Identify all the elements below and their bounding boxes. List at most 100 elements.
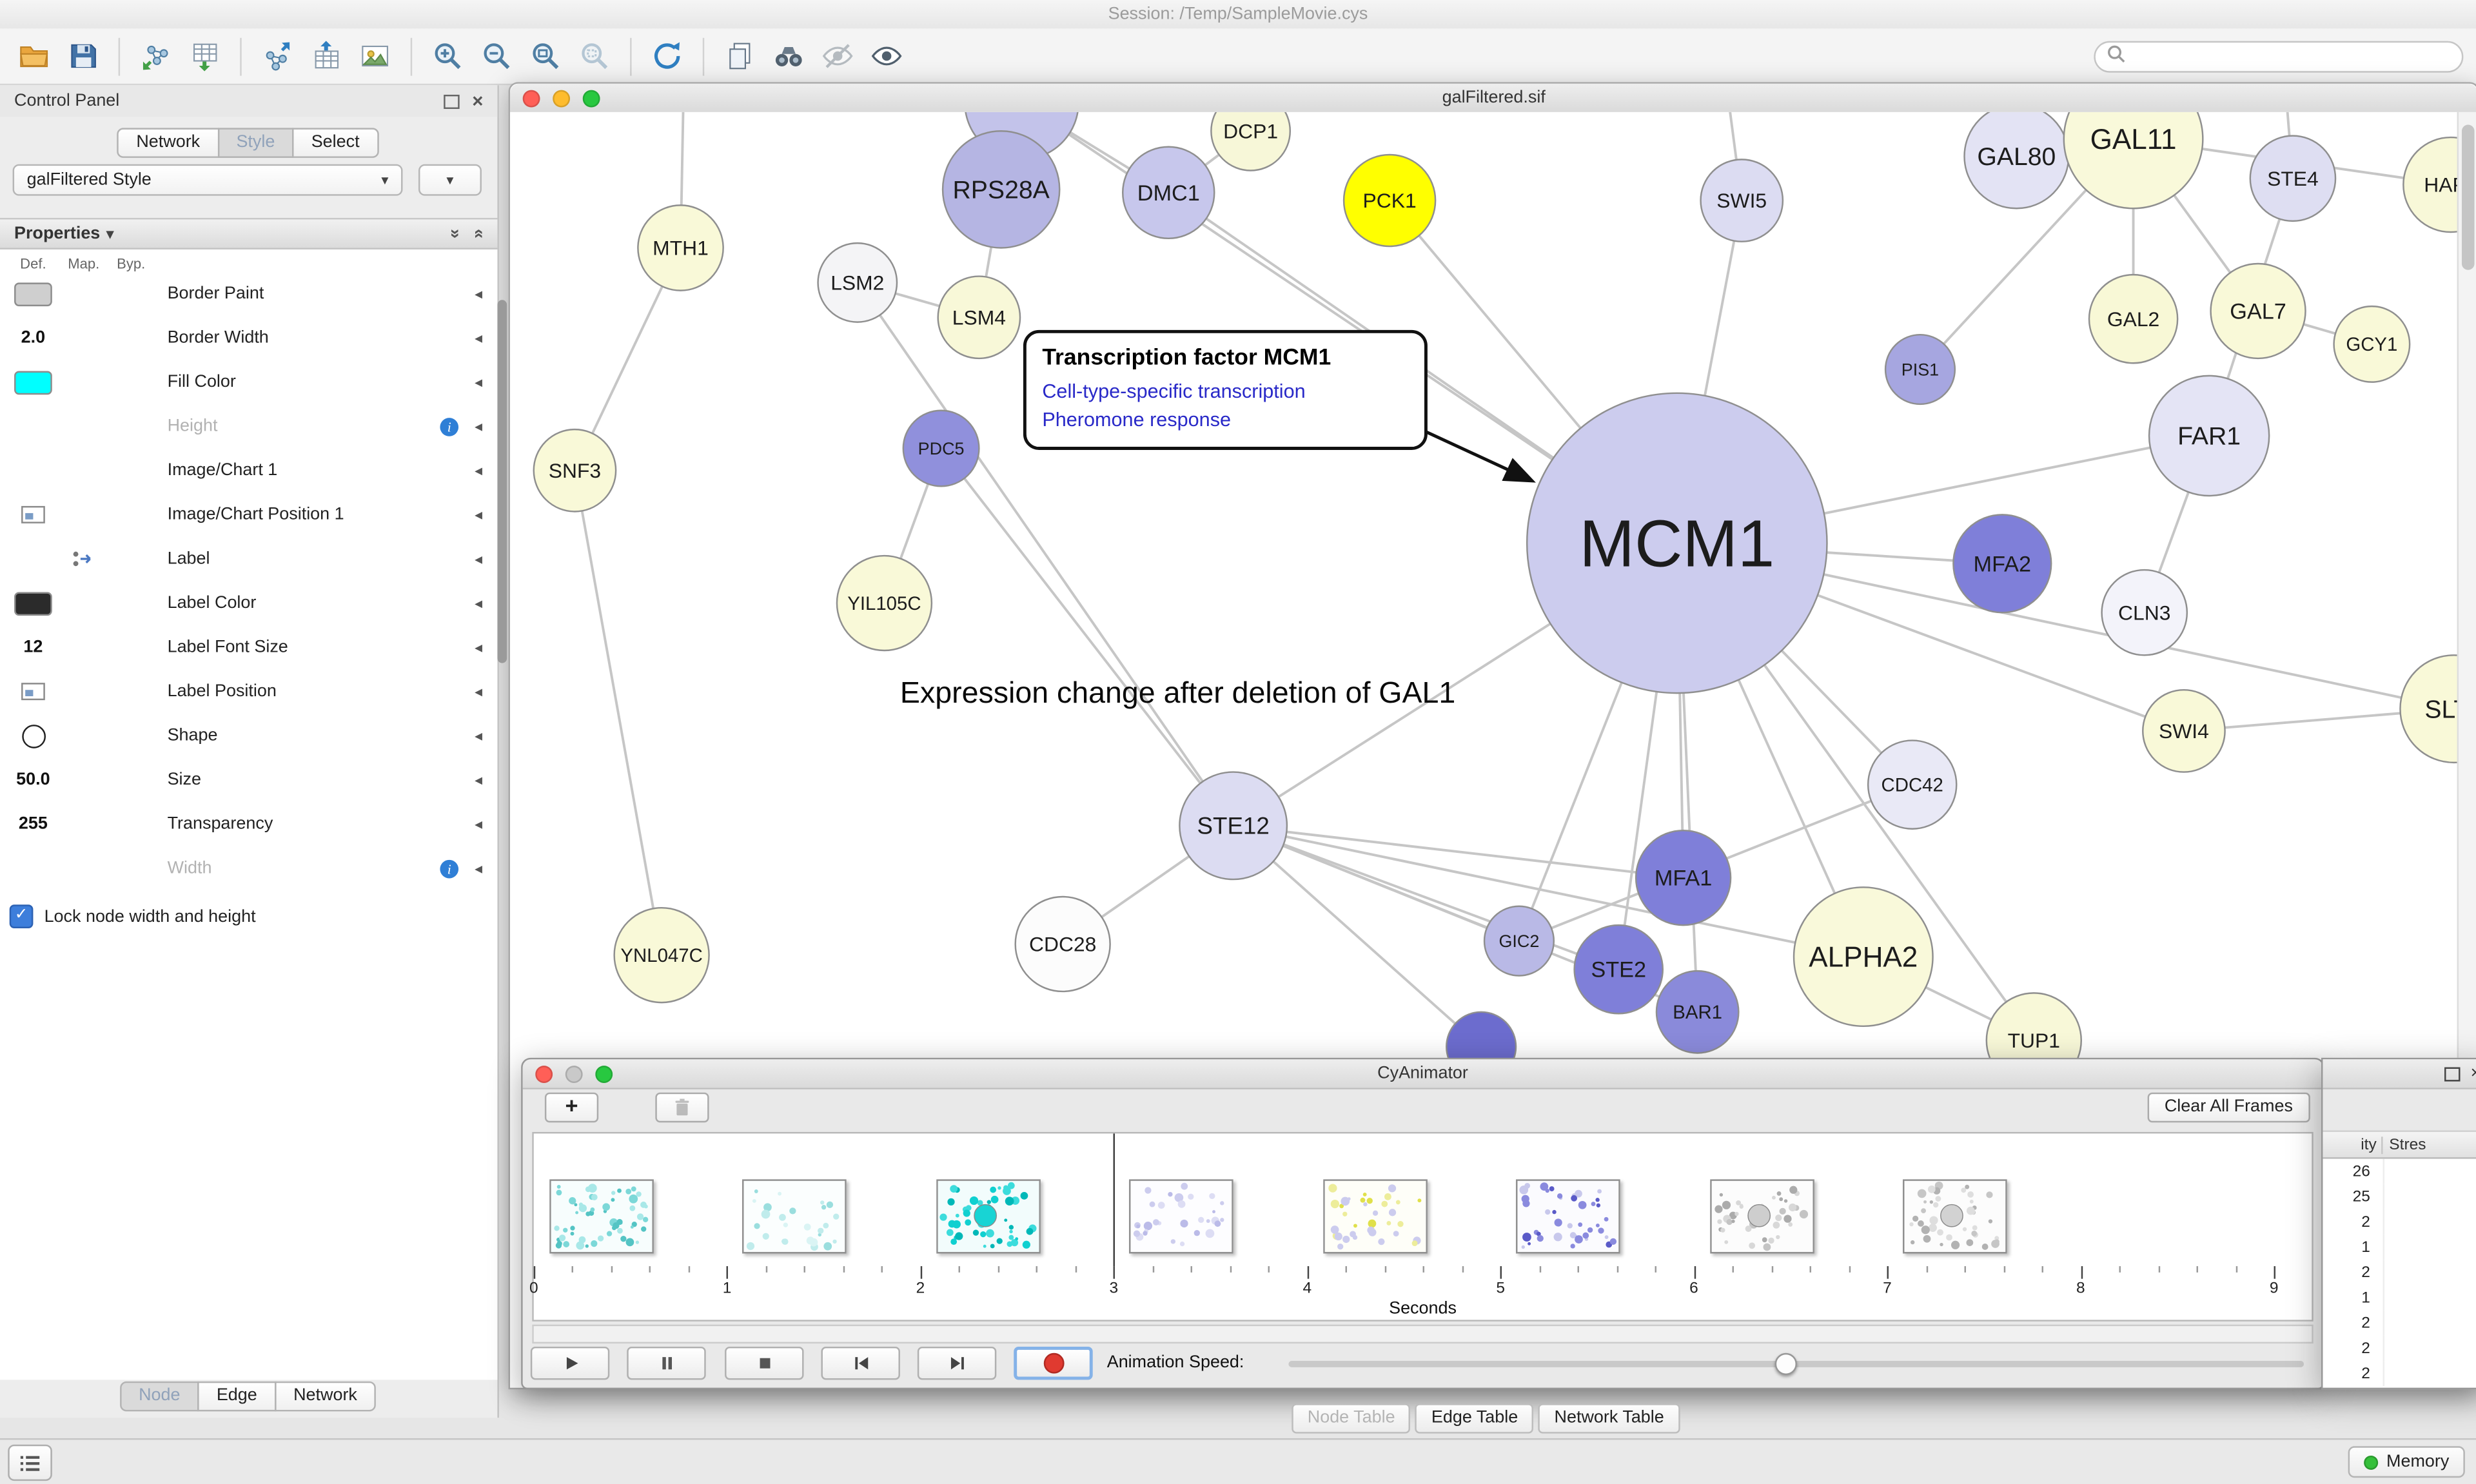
tab-network[interactable]: Network [117, 128, 219, 158]
default-cell[interactable]: 255 [6, 815, 60, 834]
table-row[interactable]: 25 [2323, 1184, 2476, 1209]
open-session-icon[interactable] [13, 35, 55, 77]
playhead[interactable] [1114, 1133, 1115, 1267]
ellipse-shape-icon[interactable] [21, 723, 45, 748]
node-rps28a[interactable]: RPS28A [941, 130, 1061, 249]
frame-thumbnail-1[interactable] [549, 1179, 654, 1254]
export-image-icon[interactable] [354, 35, 397, 77]
expand-row-icon[interactable]: ◄ [472, 286, 485, 301]
tab-style[interactable]: Style [217, 128, 294, 158]
table-row[interactable]: 26 [2323, 1158, 2476, 1184]
close-panel-icon[interactable]: × [472, 90, 484, 112]
minimize-window-button[interactable] [565, 1066, 583, 1084]
color-swatch[interactable] [14, 591, 52, 615]
show-all-icon[interactable] [865, 35, 908, 77]
table-column-ity[interactable]: ity [2323, 1136, 2383, 1153]
delete-frame-button[interactable] [655, 1092, 709, 1123]
table-row[interactable]: 2 [2323, 1209, 2476, 1235]
color-swatch[interactable] [14, 370, 52, 395]
animation-speed-thumb[interactable] [1774, 1352, 1798, 1374]
node-far1[interactable]: FAR1 [2148, 375, 2270, 497]
export-network-icon[interactable] [256, 35, 299, 77]
node-cdc28[interactable]: CDC28 [1014, 895, 1111, 993]
tab-edge-table[interactable]: Edge Table [1415, 1403, 1534, 1434]
float-window-icon[interactable] [2443, 1066, 2460, 1081]
table-row[interactable]: 1 [2323, 1235, 2476, 1260]
tab-select[interactable]: Select [292, 128, 378, 158]
default-cell[interactable]: 2.0 [6, 328, 60, 347]
frame-thumbnail-8[interactable] [1903, 1179, 2007, 1254]
copy-icon[interactable] [718, 35, 761, 77]
property-row-image-chart-position-1[interactable]: Image/Chart Position 1◄ [0, 493, 497, 537]
node-ste2[interactable]: STE2 [1573, 924, 1664, 1015]
default-cell[interactable] [6, 370, 60, 395]
memory-button[interactable]: Memory [2348, 1446, 2465, 1478]
network-edge[interactable] [856, 282, 1235, 826]
property-row-label-position[interactable]: Label Position◄ [0, 669, 497, 714]
search-input[interactable] [2132, 44, 2451, 68]
expand-row-icon[interactable]: ◄ [472, 684, 485, 699]
table-row[interactable]: 2 [2323, 1260, 2476, 1285]
default-cell[interactable] [6, 505, 60, 524]
network-edge[interactable] [940, 447, 1235, 827]
node-gcy1[interactable]: GCY1 [2333, 305, 2411, 383]
node-lsm4[interactable]: LSM4 [937, 275, 1021, 360]
export-table-icon[interactable] [305, 35, 348, 77]
node-mth1[interactable]: MTH1 [637, 204, 724, 291]
zoom-window-button[interactable] [582, 90, 600, 108]
frame-thumbnail-7[interactable] [1709, 1179, 1814, 1254]
skip-to-end-button[interactable] [917, 1346, 997, 1380]
find-icon[interactable] [767, 35, 810, 77]
expand-all-icon[interactable]: » [469, 228, 488, 239]
default-value[interactable]: 12 [23, 638, 43, 657]
node-cdc42[interactable]: CDC42 [1867, 739, 1958, 830]
property-row-label[interactable]: Label◄ [0, 537, 497, 581]
annotation-box[interactable]: Transcription factor MCM1 Cell-type-spec… [1023, 329, 1428, 451]
node-lsm2[interactable]: LSM2 [817, 242, 898, 323]
stop-button[interactable] [725, 1346, 804, 1380]
position-icon[interactable] [21, 682, 46, 701]
play-button[interactable] [530, 1346, 610, 1380]
default-cell[interactable]: 50.0 [6, 770, 60, 789]
minimize-window-button[interactable] [553, 90, 571, 108]
network-edge[interactable] [1232, 824, 1619, 971]
node-pdc5[interactable]: PDC5 [902, 409, 980, 487]
zoom-in-icon[interactable] [426, 35, 469, 77]
style-tab-node[interactable]: Node [119, 1381, 199, 1412]
network-edge[interactable] [1233, 824, 1864, 959]
import-network-icon[interactable] [134, 35, 177, 77]
property-row-label-color[interactable]: Label Color◄ [0, 581, 497, 625]
network-edge[interactable] [1232, 825, 1482, 1048]
float-window-icon[interactable] [444, 93, 460, 108]
hide-selected-icon[interactable] [816, 35, 859, 77]
table-row[interactable]: 2 [2323, 1335, 2476, 1362]
control-panel-scrollbar-thumb[interactable] [497, 300, 507, 663]
node-bar1[interactable]: BAR1 [1655, 970, 1740, 1054]
checkbox-checked-icon[interactable]: ✓ [9, 904, 34, 929]
node-swi5[interactable]: SWI5 [1700, 159, 1784, 242]
expand-row-icon[interactable]: ◄ [472, 375, 485, 389]
expand-row-icon[interactable]: ◄ [472, 331, 485, 346]
pause-button[interactable] [627, 1346, 706, 1380]
add-frame-button[interactable]: + [544, 1092, 599, 1123]
expand-row-icon[interactable]: ◄ [472, 817, 485, 832]
node-gal80[interactable]: GAL80 [1963, 112, 2070, 210]
node-mcm1[interactable]: MCM1 [1526, 392, 1828, 694]
default-cell[interactable] [6, 282, 60, 306]
node-gal7[interactable]: GAL7 [2210, 262, 2306, 360]
table-row[interactable]: 1 [2323, 1285, 2476, 1311]
close-panel-icon[interactable]: × [2471, 1064, 2476, 1082]
table-row[interactable]: 2 [2323, 1361, 2476, 1387]
expand-row-icon[interactable]: ◄ [472, 596, 485, 610]
position-icon[interactable] [21, 505, 46, 524]
style-tab-network[interactable]: Network [274, 1381, 377, 1412]
frame-thumbnail-4[interactable] [1129, 1179, 1234, 1254]
network-edge[interactable] [573, 470, 663, 955]
property-row-shape[interactable]: Shape◄ [0, 714, 497, 758]
expand-row-icon[interactable]: ◄ [472, 551, 485, 566]
node-dcp1[interactable]: DCP1 [1210, 112, 1292, 171]
expand-row-icon[interactable]: ◄ [472, 772, 485, 787]
